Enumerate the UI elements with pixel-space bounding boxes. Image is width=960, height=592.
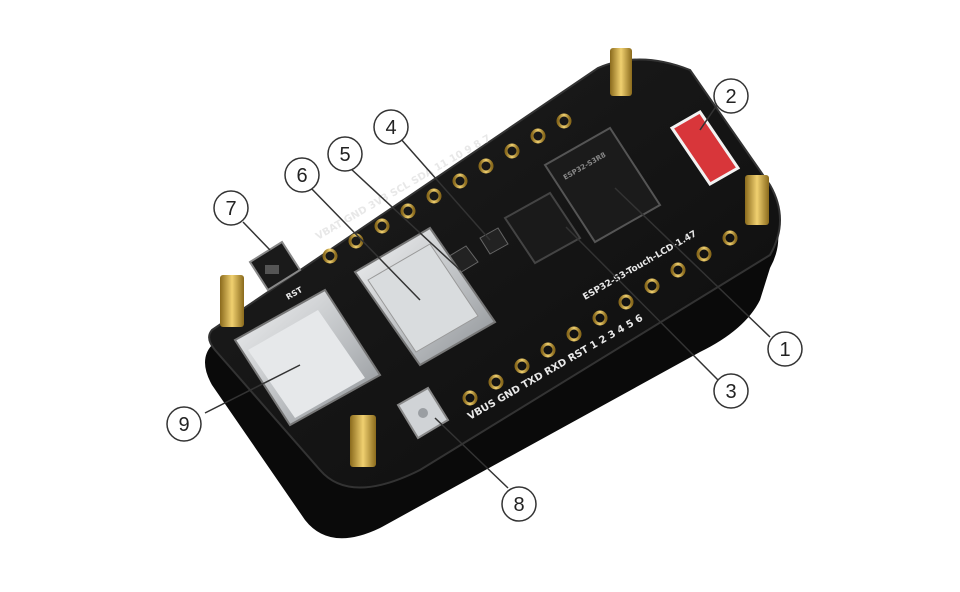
callouts: 1 2 3 4 5 6 7 8: [166, 78, 803, 522]
callout-1: 1: [767, 331, 803, 367]
svg-text:5: 5: [339, 144, 350, 166]
ceramic-antenna: [669, 110, 741, 186]
svg-text:2: 2: [725, 86, 736, 108]
usb-c-port: [233, 288, 382, 427]
esp32-module: ESP32-S3R8: [543, 126, 662, 244]
callout-8: 8: [501, 486, 537, 522]
reset-switch: [248, 240, 302, 292]
header-bottom-row: [462, 230, 738, 406]
callout-6: 6: [284, 157, 320, 193]
callout-leaders: [204, 104, 771, 489]
svg-text:7: 7: [225, 198, 236, 220]
standoffs: [220, 48, 769, 467]
callout-7: 7: [213, 190, 249, 226]
svg-text:4: 4: [385, 117, 396, 139]
callout-3: 3: [713, 373, 749, 409]
flash-chip: [503, 191, 582, 265]
callout-5: 5: [327, 136, 363, 172]
callout-2: 2: [713, 78, 749, 114]
svg-text:3: 3: [725, 381, 736, 403]
svg-text:1: 1: [779, 339, 790, 361]
svg-text:9: 9: [178, 414, 189, 436]
svg-text:8: 8: [513, 494, 524, 516]
callout-9: 9: [166, 406, 202, 442]
boot-button: [396, 386, 450, 440]
svg-text:6: 6: [296, 165, 307, 187]
callout-4: 4: [373, 109, 409, 145]
regulator-chip: [479, 227, 509, 255]
sd-card-slot: [353, 226, 497, 367]
